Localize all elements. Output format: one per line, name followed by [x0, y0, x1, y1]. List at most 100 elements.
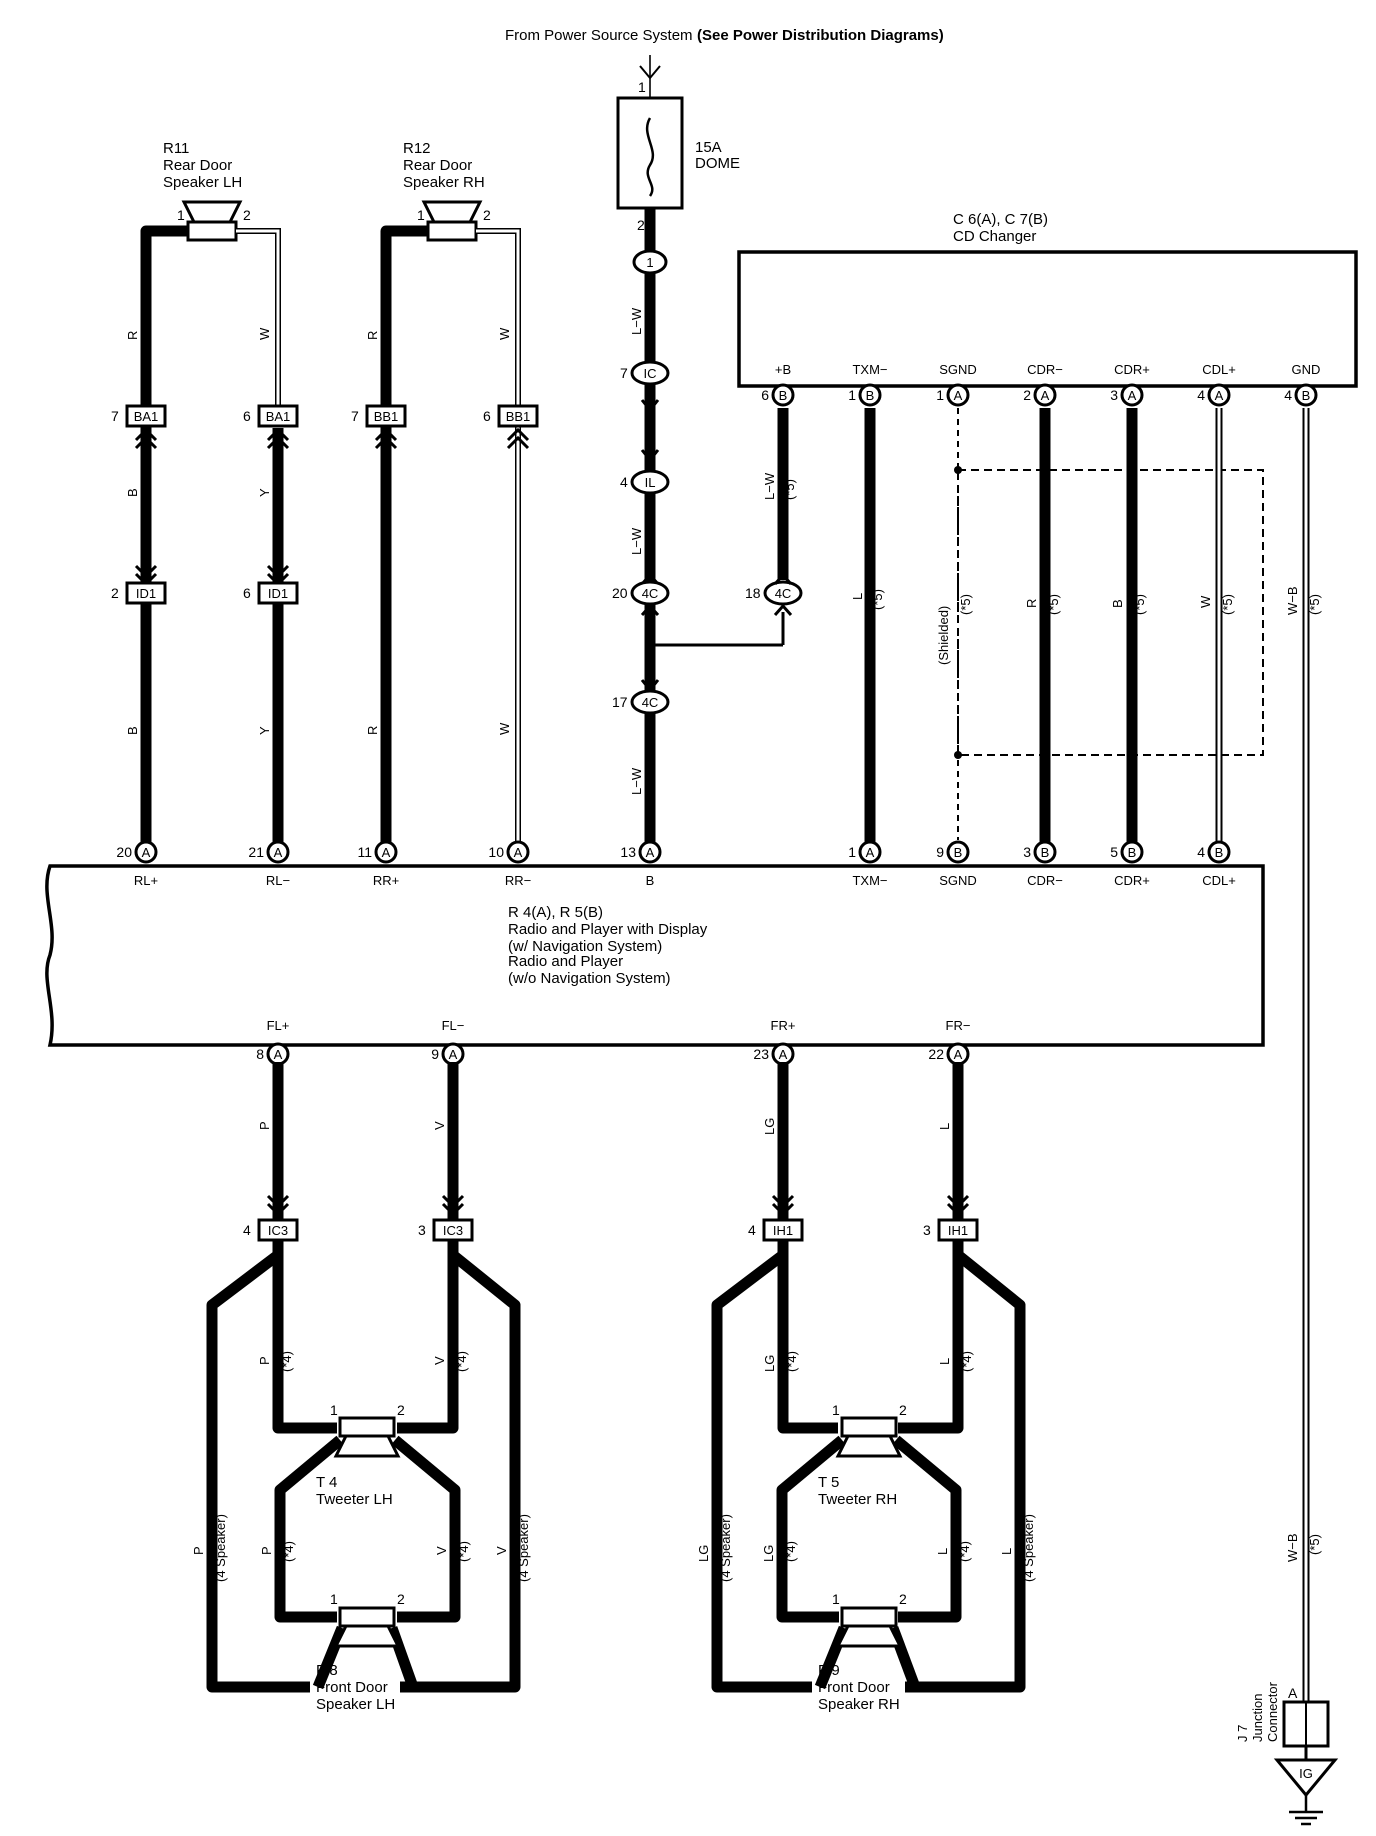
svg-text:6: 6	[243, 585, 251, 601]
svg-text:A: A	[1041, 388, 1050, 403]
rear-rh-line2: Speaker RH	[403, 174, 485, 191]
radio-line3: Radio and Player	[508, 953, 623, 970]
svg-text:B: B	[954, 845, 963, 860]
connector-ba1-bb1: BA1 BA1 BB1 BB1 7 6 7 6	[111, 404, 539, 450]
front-left-speaker-group: 1 2 T 4 Tweeter LH 1 2 F 8 Front Door Sp…	[191, 1240, 531, 1713]
power-distribution-ref: (See Power Distribution Diagrams)	[697, 27, 944, 44]
svg-text:2: 2	[397, 1402, 405, 1418]
svg-text:A: A	[1128, 388, 1137, 403]
svg-text:9: 9	[936, 844, 944, 860]
svg-text:3: 3	[1023, 844, 1031, 860]
svg-text:2: 2	[111, 585, 119, 601]
svg-text:4: 4	[1197, 387, 1205, 403]
cd-terminal-pin: A3	[1110, 383, 1144, 407]
radio-top-terminal-label: CDR−	[1027, 873, 1063, 888]
svg-text:Junction: Junction	[1250, 1694, 1265, 1742]
front-rh-line2: Speaker RH	[818, 1696, 900, 1713]
radio-top-terminal-pin: A13	[620, 840, 662, 864]
svg-text:W: W	[497, 327, 512, 340]
cd-terminal-pin: A2	[1023, 383, 1057, 407]
svg-text:A: A	[382, 845, 391, 860]
radio-top-terminal-pin: B5	[1110, 840, 1144, 864]
svg-text:7: 7	[620, 365, 628, 381]
svg-text:3: 3	[1110, 387, 1118, 403]
rear-door-speaker-rh: R12 Rear Door Speaker RH 1 2	[403, 140, 491, 242]
svg-text:Y: Y	[257, 726, 272, 735]
svg-text:R: R	[125, 331, 140, 340]
front-lh-line2: Speaker LH	[316, 1696, 395, 1713]
svg-text:1: 1	[832, 1402, 840, 1418]
radio-bottom-terminal-label: FR+	[771, 1018, 796, 1033]
svg-text:ID1: ID1	[268, 586, 288, 601]
radio-line2: (w/ Navigation System)	[508, 938, 662, 955]
svg-text:4: 4	[243, 1222, 251, 1238]
svg-text:W: W	[1198, 595, 1213, 608]
radio-bottom-terminal-pin: A9	[431, 1042, 465, 1066]
fuse-name: DOME	[695, 155, 740, 172]
cd-terminal-label: CDR−	[1027, 362, 1063, 377]
fuse-dome: 1 2 15A DOME	[616, 55, 740, 233]
svg-text:(*5): (*5)	[1132, 594, 1147, 615]
svg-text:A: A	[954, 388, 963, 403]
svg-text:B: B	[1302, 388, 1311, 403]
power-source-label: From Power Source System	[505, 27, 693, 44]
svg-text:A: A	[142, 845, 151, 860]
svg-text:3: 3	[418, 1222, 426, 1238]
svg-text:P: P	[259, 1546, 274, 1555]
radio-and-player: R 4(A), R 5(B) Radio and Player with Dis…	[45, 840, 1265, 1066]
svg-text:1: 1	[330, 1591, 338, 1607]
svg-text:1: 1	[848, 387, 856, 403]
svg-text:7: 7	[111, 408, 119, 424]
svg-text:7: 7	[351, 408, 359, 424]
svg-text:B: B	[779, 388, 788, 403]
svg-text:R: R	[365, 331, 380, 340]
svg-text:(*4): (*4)	[456, 1541, 471, 1562]
svg-text:1: 1	[330, 1402, 338, 1418]
svg-text:22: 22	[928, 1046, 944, 1062]
svg-text:BB1: BB1	[506, 409, 531, 424]
svg-text:IL: IL	[645, 475, 656, 490]
svg-text:2: 2	[899, 1591, 907, 1607]
radio-top-terminal-label: RL+	[134, 873, 158, 888]
radio-top-terminal-pin: B3	[1023, 840, 1057, 864]
svg-text:A: A	[954, 1047, 963, 1062]
svg-text:18: 18	[745, 585, 761, 601]
cd-terminal-pin: B4	[1284, 383, 1318, 407]
svg-text:B: B	[1041, 845, 1050, 860]
connector-id1: ID1 ID1 2 6	[111, 564, 299, 605]
svg-text:(*4): (*4)	[783, 1541, 798, 1562]
svg-text:1: 1	[832, 1591, 840, 1607]
svg-text:4C: 4C	[775, 586, 792, 601]
tweeter-rh-code: T 5	[818, 1474, 839, 1491]
rear-lh-line1: Rear Door	[163, 157, 232, 174]
svg-text:LG: LG	[696, 1545, 711, 1562]
svg-text:21: 21	[248, 844, 264, 860]
radio-line1: Radio and Player with Display	[508, 921, 708, 938]
svg-text:17: 17	[612, 694, 628, 710]
svg-text:P: P	[191, 1546, 206, 1555]
svg-text:L−W: L−W	[762, 472, 777, 500]
front-lh-code: F 8	[316, 1662, 338, 1679]
svg-text:(*4): (*4)	[454, 1351, 469, 1372]
svg-text:A: A	[646, 845, 655, 860]
radio-top-terminal-pin: A11	[357, 840, 398, 864]
svg-text:L−W: L−W	[629, 527, 644, 555]
radio-top-terminal-label: RL−	[266, 873, 290, 888]
radio-bottom-terminal-label: FR−	[946, 1018, 971, 1033]
front-lh-line1: Front Door	[316, 1679, 388, 1696]
svg-text:L: L	[937, 1358, 952, 1365]
svg-text:L−W: L−W	[629, 307, 644, 335]
svg-text:A: A	[1215, 388, 1224, 403]
rear-rh-code: R12	[403, 140, 431, 157]
svg-text:L: L	[935, 1548, 950, 1555]
svg-text:(*5): (*5)	[1220, 594, 1235, 615]
svg-text:9: 9	[431, 1046, 439, 1062]
svg-text:IH1: IH1	[948, 1223, 968, 1238]
radio-bottom-terminal-label: FL+	[267, 1018, 290, 1033]
svg-text:(*4): (*4)	[957, 1541, 972, 1562]
svg-text:V: V	[432, 1121, 447, 1130]
radio-top-terminal-pin: A 20	[116, 840, 158, 864]
radio-top-terminal-pin: A10	[488, 840, 530, 864]
svg-text:6: 6	[761, 387, 769, 403]
svg-text:20: 20	[116, 844, 132, 860]
